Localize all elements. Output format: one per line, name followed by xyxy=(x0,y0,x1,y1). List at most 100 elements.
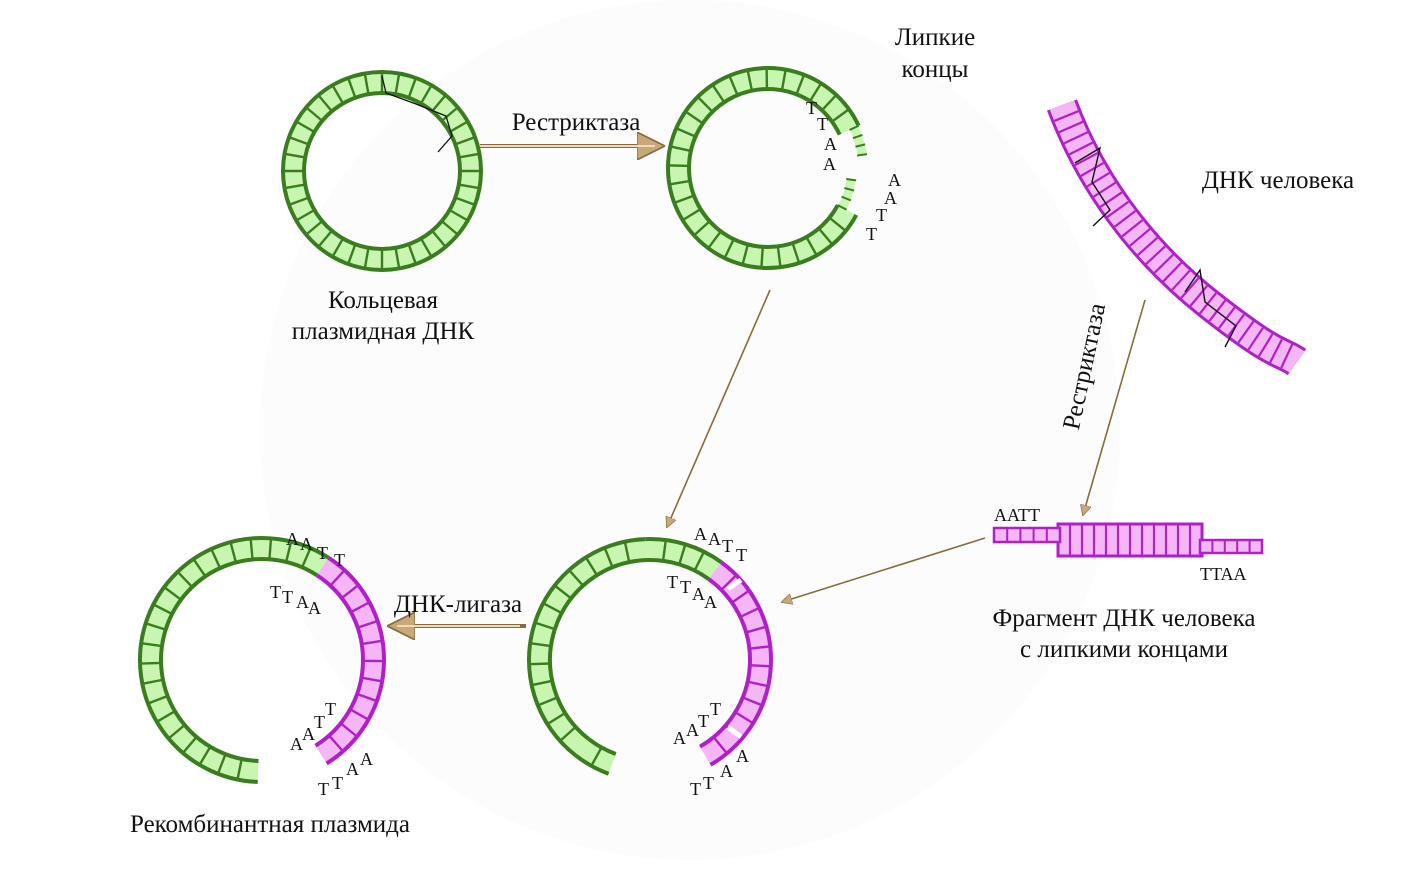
annealing-nick-top xyxy=(726,577,743,592)
annealing-plasmid-green-rung xyxy=(529,662,551,666)
annealing-plasmid-green xyxy=(527,537,647,757)
recombinant-human-insert-inner-edge xyxy=(314,573,365,748)
arrow-fragment-to-plasmid xyxy=(782,537,986,602)
recombinant-plasmid-green-rung xyxy=(236,758,243,780)
human-dna-strand xyxy=(1047,99,1307,376)
recombinant-plasmid-green-inner-edge xyxy=(159,557,319,763)
base-letter: T xyxy=(817,114,828,134)
human-dna-rung xyxy=(1218,306,1236,329)
base-letter: T xyxy=(334,550,345,570)
circular-plasmid-rung xyxy=(284,183,306,190)
recombinant-plasmid-green-rung xyxy=(163,586,182,601)
circular-plasmid-rung xyxy=(363,73,370,95)
circular-plasmid-rung xyxy=(454,196,476,206)
arrow-restriction-human xyxy=(1083,299,1146,515)
circular-plasmid-rung xyxy=(440,220,459,236)
circular-plasmid-rung xyxy=(448,208,469,222)
circular-plasmid-rung xyxy=(305,106,324,122)
base-letter: T xyxy=(866,224,877,244)
cut-plasmid-rung xyxy=(776,246,782,268)
sticky-end-bottom-tick xyxy=(837,204,848,211)
base-letter: A xyxy=(823,154,836,174)
base-letter: T xyxy=(332,773,343,793)
label-circular-plasmid-2: плазмидная ДНК xyxy=(292,318,475,345)
base-letter: A xyxy=(884,188,897,208)
circular-plasmid-rung xyxy=(317,229,333,248)
diagram-shapes xyxy=(138,66,1307,784)
recombinant-plasmid-green-rung xyxy=(229,541,238,563)
annealing-human-insert-outer-edge xyxy=(709,560,773,767)
base-letter: T xyxy=(325,699,336,719)
circular-plasmid-inner-edge xyxy=(302,91,462,251)
human-dna-rung xyxy=(1137,236,1159,256)
circular-plasmid-rung xyxy=(317,94,333,113)
circular-plasmid-rung xyxy=(331,84,345,105)
label-sticky-ends-2: концы xyxy=(902,56,969,83)
base-letter: A xyxy=(692,584,705,604)
human-dna-rung xyxy=(1247,327,1264,351)
circular-plasmid-rung xyxy=(363,247,370,269)
recombinant-plasmid-green-rung xyxy=(176,571,194,588)
label-fragment-2: с липкими концами xyxy=(1020,636,1228,663)
annealing-plasmid-green-rung xyxy=(531,679,553,687)
recombinant-human-insert-rung xyxy=(349,708,370,721)
cut-plasmid-rung xyxy=(728,75,739,96)
arrows xyxy=(390,146,1146,626)
annealing-plasmid-green-rung xyxy=(568,569,584,587)
cut-plasmid-rung xyxy=(682,208,702,222)
recombinant-human-insert-rung xyxy=(329,569,346,587)
annealing-plasmid-green-top-inner-edge xyxy=(646,558,710,581)
base-letter: A xyxy=(360,749,373,769)
annealing-plasmid-green-bottom-rung xyxy=(590,746,603,767)
cut-plasmid xyxy=(666,66,861,270)
base-letter: A xyxy=(346,759,359,779)
recombinant-plasmid-green-rung xyxy=(140,642,163,648)
recombinant-plasmid-green-rung xyxy=(216,753,227,775)
sticky-end-bottom-tick xyxy=(844,187,855,192)
cut-plasmid-rung xyxy=(817,227,834,246)
sticky-end-bottom-tick xyxy=(846,178,857,182)
human-dna-rung xyxy=(1058,120,1084,134)
cut-plasmid-rung xyxy=(723,238,735,259)
base-letter: T xyxy=(698,711,709,731)
circular-plasmid-outer-edge xyxy=(281,70,483,272)
base-letter: A xyxy=(736,746,749,766)
recombinant-plasmid-green-rung xyxy=(198,746,212,766)
circular-plasmid-rung xyxy=(305,220,324,236)
human-dna-rung xyxy=(1086,171,1110,188)
recombinant-plasmid-green-rung xyxy=(152,603,173,616)
annealing-human-insert-rung xyxy=(749,664,771,668)
base-letter: A xyxy=(290,734,303,754)
cut-plasmid-rung xyxy=(805,236,818,256)
annealing-plasmid-green-rung xyxy=(603,547,614,568)
fragment-sticky-left xyxy=(992,526,1062,544)
label-fragment-1: Фрагмент ДНК человека xyxy=(992,605,1255,632)
base-letter: T xyxy=(690,779,701,799)
base-letter: T xyxy=(667,572,678,592)
recombinant-plasmid-green-rung xyxy=(145,622,167,631)
sticky-end-top-tick xyxy=(855,143,866,148)
annealing-plasmid-green-rung xyxy=(530,641,552,648)
human-dna-rung xyxy=(1129,228,1151,247)
base-letter: T xyxy=(318,779,329,799)
base-letter: T xyxy=(722,536,733,556)
base-letter: T xyxy=(282,587,293,607)
cut-plasmid-rung xyxy=(673,194,695,205)
recombinant-plasmid-green-rung xyxy=(167,724,186,740)
annealing-plasmid-green-bottom xyxy=(574,737,617,776)
annealing-plasmid-green-outer-edge xyxy=(527,537,646,757)
human-dna-rung xyxy=(1093,181,1117,198)
circular-plasmid-rung xyxy=(458,183,480,190)
human-dna-rung xyxy=(1162,261,1183,283)
cut-plasmid-rung xyxy=(760,246,764,268)
cut-plasmid-rung xyxy=(780,69,787,91)
human-dna-rung xyxy=(1199,292,1217,315)
recombinant-plasmid-green-rung xyxy=(182,736,198,754)
annealing-human-insert-rung xyxy=(747,680,769,688)
cut-plasmid-rung xyxy=(831,108,850,123)
sticky-end-bottom xyxy=(837,178,857,211)
recombinant-human-insert-rung xyxy=(350,601,371,614)
human-dna-rung xyxy=(1269,338,1283,364)
human-dna-rung xyxy=(1121,219,1144,238)
